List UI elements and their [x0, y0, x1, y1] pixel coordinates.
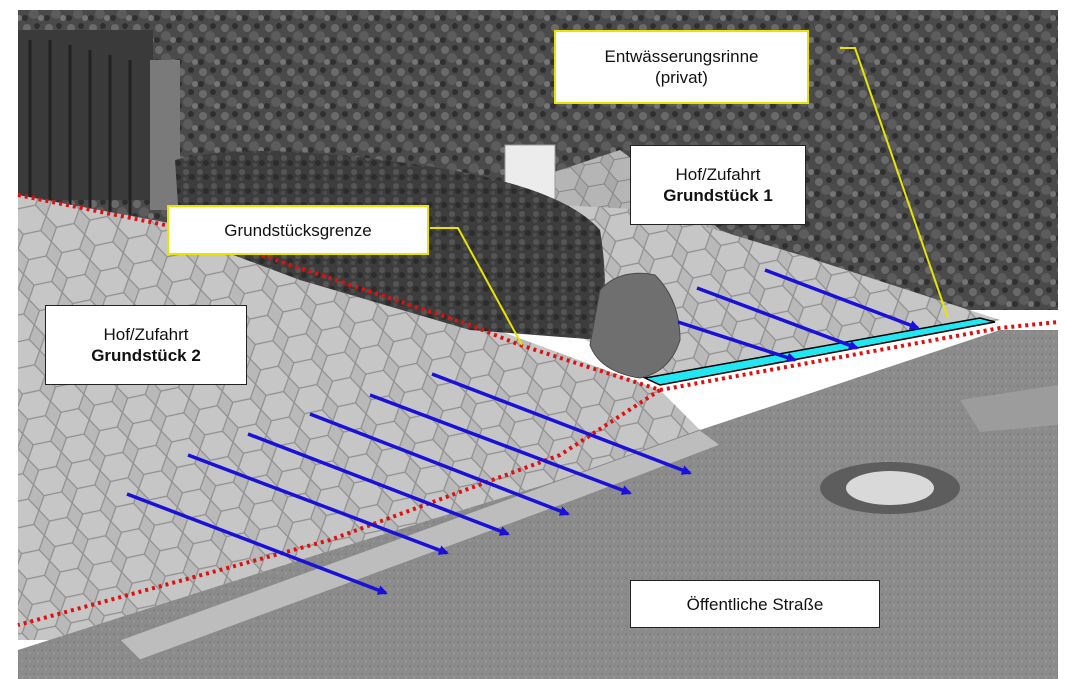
- flow-arrow-icon: [696, 286, 859, 350]
- flow-arrow-icon: [677, 320, 797, 363]
- label-gs1-line1: Hof/Zufahrt: [675, 165, 761, 184]
- gate: [18, 30, 180, 220]
- label-grundstuecksgrenze: Grundstücksgrenze: [167, 205, 429, 255]
- label-rinne-line1: Entwässerungsrinne: [604, 47, 759, 66]
- label-entwaesserungsrinne: Entwässerungsrinne (privat): [554, 30, 809, 104]
- flow-arrow-icon: [764, 268, 920, 330]
- property-line-lower: [17, 388, 662, 627]
- label-rinne-line2: (privat): [655, 68, 708, 87]
- label-grundstueck-2: Hof/Zufahrt Grundstück 2: [45, 305, 247, 385]
- flow-arrow-icon: [126, 492, 388, 595]
- curb: [119, 429, 722, 661]
- callout-line-grenze: [430, 227, 523, 346]
- label-oeffentliche-strasse: Öffentliche Straße: [630, 580, 880, 628]
- flow-arrow-icon: [369, 393, 632, 495]
- manhole-cover: [820, 462, 960, 514]
- sidewalk-patch: [960, 385, 1058, 432]
- flow-arrow-icon: [187, 453, 449, 555]
- callout-line-rinne: [840, 47, 949, 319]
- label-gs1-line2: Grundstück 1: [663, 186, 773, 205]
- property-line: [17, 193, 1059, 393]
- flow-arrow-icon: [309, 412, 570, 516]
- label-gs2-line2: Grundstück 2: [91, 346, 201, 365]
- label-grenze-text: Grundstücksgrenze: [224, 220, 372, 240]
- flow-arrow-icon: [431, 372, 692, 475]
- drain-channel: [642, 317, 996, 386]
- label-gs2-line1: Hof/Zufahrt: [103, 325, 189, 344]
- label-strasse-text: Öffentliche Straße: [686, 594, 824, 614]
- label-grundstueck-1: Hof/Zufahrt Grundstück 1: [630, 145, 806, 225]
- flow-arrow-icon: [247, 432, 510, 536]
- rock: [589, 272, 681, 379]
